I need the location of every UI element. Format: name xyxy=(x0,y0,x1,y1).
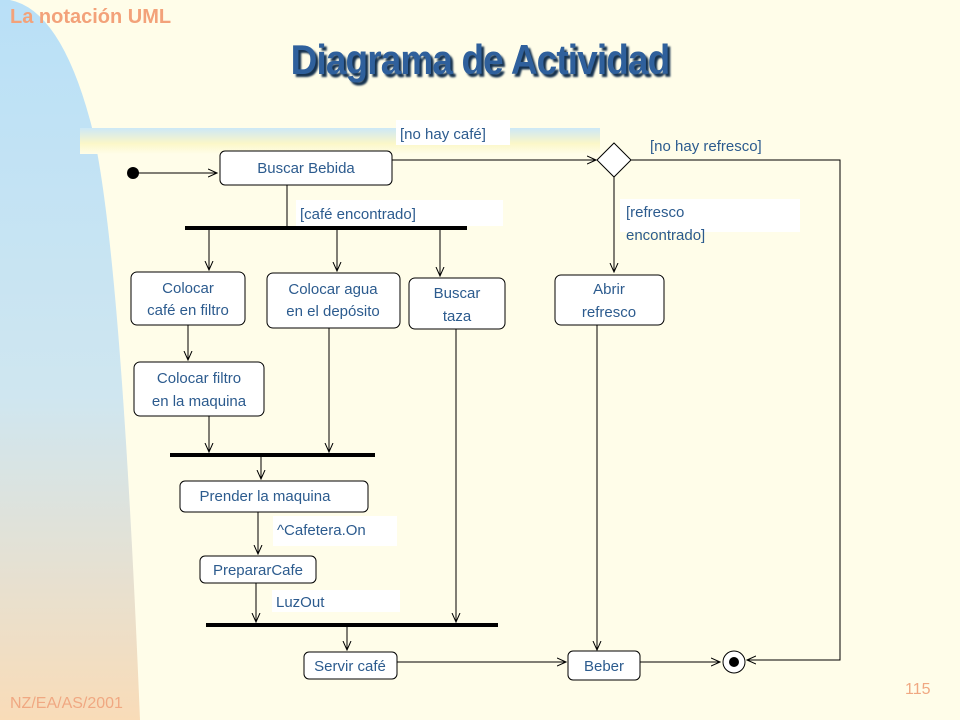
activity-colocar-cafe xyxy=(130,271,246,326)
footer-author: NZ/EA/AS/2001 xyxy=(10,695,123,712)
label-colocar-filtro-2: en la maquina xyxy=(152,393,247,410)
guard-no-refresco: [no hay refresco] xyxy=(650,138,762,155)
event-cafetera-on: ^Cafetera.On xyxy=(277,522,366,539)
activity-beber xyxy=(567,650,641,681)
label-colocar-agua-2: en el depósito xyxy=(286,303,379,320)
sync-bars xyxy=(170,226,498,627)
activity-prender xyxy=(179,480,369,513)
event-luzout: LuzOut xyxy=(276,594,325,611)
guard-no-cafe: [no hay café] xyxy=(400,126,486,143)
activity-buscar-bebida xyxy=(219,150,393,186)
activity-servir xyxy=(303,651,398,680)
activity-colocar-filtro xyxy=(133,361,265,417)
label-servir: Servir café xyxy=(314,658,386,675)
activity-buscar-taza xyxy=(408,277,506,330)
label-buscar-taza-2: taza xyxy=(443,308,472,325)
label-buscar-bebida: Buscar Bebida xyxy=(257,160,355,177)
initial-node xyxy=(127,167,139,179)
section-label: La notación UML xyxy=(10,6,172,28)
page-number: 115 xyxy=(905,681,931,698)
label-preparar: PrepararCafe xyxy=(213,562,303,579)
label-colocar-filtro-1: Colocar filtro xyxy=(157,370,241,387)
final-node xyxy=(722,650,746,674)
guard-refresco-2: encontrado] xyxy=(626,227,705,244)
slide-title: Diagrama de Actividad xyxy=(290,36,671,83)
label-colocar-cafe-1: Colocar xyxy=(162,280,214,297)
guard-cafe-encontrado: [café encontrado] xyxy=(300,206,416,223)
activity-colocar-agua xyxy=(266,272,401,329)
label-abrir-refresco-2: refresco xyxy=(582,304,636,321)
label-prender: Prender la maquina xyxy=(200,488,332,505)
label-beber: Beber xyxy=(584,658,624,675)
guard-refresco-1: [refresco xyxy=(626,204,684,221)
label-colocar-agua-1: Colocar agua xyxy=(288,281,378,298)
activity-preparar xyxy=(199,555,317,584)
label-buscar-taza-1: Buscar xyxy=(434,285,481,302)
decision-node xyxy=(596,142,632,178)
activity-abrir-refresco xyxy=(554,274,665,326)
flow-no-refresco xyxy=(631,159,841,660)
label-abrir-refresco-1: Abrir xyxy=(593,281,625,298)
label-colocar-cafe-2: café en filtro xyxy=(147,302,229,319)
